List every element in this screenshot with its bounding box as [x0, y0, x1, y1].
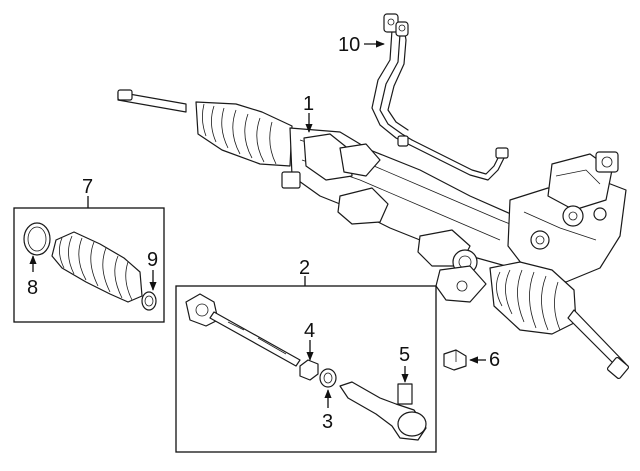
steering-gear-rack: [117, 89, 630, 380]
boot-kit-frame: [13, 207, 165, 323]
callout-4: 4: [304, 320, 315, 342]
callout-8: 8: [27, 277, 38, 299]
callout-5: 5: [399, 344, 410, 366]
callout-9: 9: [147, 249, 158, 271]
callout-leaders: [29, 40, 486, 408]
outer-tie-rod-end-part: [339, 381, 427, 441]
small-clamp-part: [141, 291, 157, 311]
callout-7: 7: [82, 176, 93, 198]
jam-nut-part: [299, 359, 319, 381]
tie-rod-kit-frame: [175, 285, 437, 453]
callout-2: 2: [299, 257, 310, 279]
callout-10: 10: [338, 34, 360, 56]
callout-6: 6: [489, 349, 500, 371]
hex-nut-part: [443, 349, 467, 371]
inner-tie-rod-part: [185, 293, 301, 367]
steering-boot-part: [51, 231, 143, 303]
hydraulic-line-assembly: [371, 13, 509, 181]
ring-clamp-part: [23, 222, 51, 256]
callout-3: 3: [322, 411, 333, 433]
callout-1: 1: [303, 93, 314, 115]
washer-part: [319, 368, 337, 388]
